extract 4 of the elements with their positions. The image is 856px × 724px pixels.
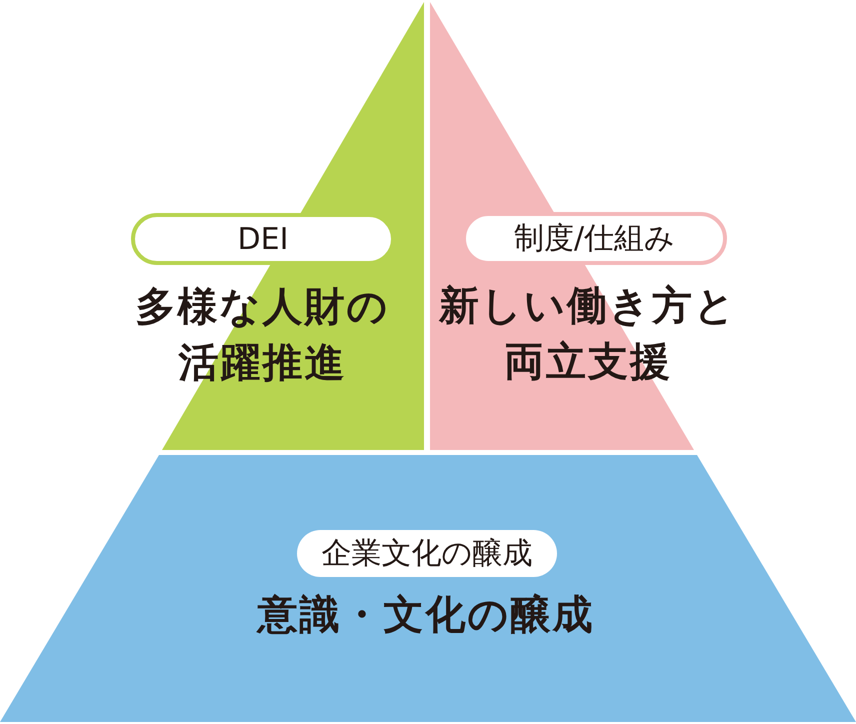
section-title: 意識・文化の醸成 (255, 591, 596, 640)
category-tag: 企業文化の醸成 (297, 530, 557, 577)
section-title: 新しい働き方と両立支援 (438, 282, 738, 387)
pyramid-base-section (0, 455, 856, 722)
